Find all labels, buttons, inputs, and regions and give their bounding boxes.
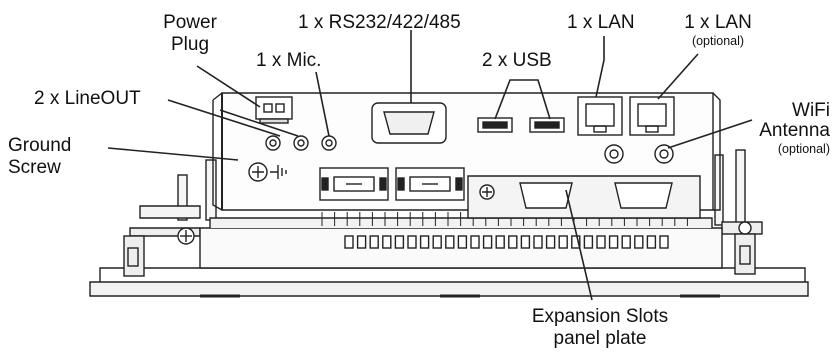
- vent-slot: [558, 235, 568, 249]
- leader-power-plug: [196, 65, 261, 108]
- vent-slot: [608, 235, 619, 249]
- lower-chassis: [199, 212, 723, 269]
- label-lan2: 1 x LAN (optional): [668, 12, 768, 48]
- vent-slot: [382, 235, 392, 249]
- label-wifi-line2: Antenna: [759, 120, 830, 141]
- vent-slot: [495, 235, 505, 249]
- vent-slot: [445, 235, 455, 249]
- leader-lan1: [595, 36, 605, 98]
- mounting-bracket-right: [721, 221, 763, 275]
- label-lan1: 1 x LAN: [567, 12, 635, 33]
- leader-wifi: [667, 119, 753, 149]
- label-ground-line1: Ground: [8, 135, 72, 156]
- vent-slot: [407, 235, 417, 249]
- ground-screw: [248, 162, 287, 182]
- vent-slot: [344, 235, 354, 249]
- label-expansion-line1: Expansion Slots: [531, 306, 669, 327]
- mounting-bracket-left: [123, 205, 201, 277]
- label-wifi-line1: WiFi: [792, 100, 830, 121]
- leader-lineout-1: [167, 99, 281, 137]
- vent-slot: [470, 235, 480, 249]
- base-plate: [89, 267, 809, 298]
- vent-slot: [646, 235, 657, 249]
- label-expansion-line2: panel plate: [553, 328, 647, 349]
- vent-slot: [356, 235, 367, 249]
- label-wifi: WiFi Antenna (optional): [740, 100, 830, 156]
- vent-slot: [419, 235, 430, 249]
- label-lan2-title: 1 x LAN: [684, 12, 752, 33]
- vent-slot: [634, 235, 644, 249]
- vent-slot: [508, 235, 518, 249]
- label-ground-line2: Screw: [8, 157, 61, 178]
- leader-lines: [107, 30, 753, 301]
- vent-slot: [533, 235, 543, 249]
- vent-slot: [659, 235, 669, 249]
- label-mic: 1 x Mic.: [256, 50, 322, 71]
- label-power-plug-line1: Power: [163, 12, 217, 33]
- leader-lan2: [657, 53, 699, 100]
- leader-expansion: [565, 189, 593, 301]
- label-lan2-note: (optional): [691, 34, 745, 48]
- power-plug-connector: [255, 96, 293, 124]
- rs232-connector: [371, 102, 447, 144]
- vent-slot: [457, 235, 468, 249]
- leader-ground: [107, 147, 239, 161]
- lan-port-2: [629, 96, 675, 136]
- vent-slot: [583, 235, 594, 249]
- leader-lineout-2: [219, 109, 299, 137]
- usb-ports: [477, 117, 565, 133]
- panel-connectors: [319, 167, 465, 201]
- label-usb: 2 x USB: [482, 50, 552, 71]
- vent-slot: [621, 235, 631, 249]
- expansion-slot-plate: [467, 175, 701, 219]
- vent-slot: [394, 235, 405, 249]
- vent-slot: [596, 235, 606, 249]
- label-power-plug: Power Plug: [150, 12, 230, 56]
- vent-slots: [344, 235, 669, 249]
- label-lineout: 2 x LineOUT: [34, 88, 141, 109]
- vent-slot: [369, 235, 379, 249]
- label-power-plug-line2: Plug: [170, 34, 210, 55]
- label-ground: Ground Screw: [8, 135, 71, 179]
- label-wifi-note: (optional): [777, 142, 830, 156]
- leader-usb: [494, 79, 551, 120]
- audio-jacks: [265, 135, 337, 151]
- lan-port-1: [577, 96, 623, 136]
- vent-slot: [482, 235, 493, 249]
- vent-slot: [571, 235, 581, 249]
- vent-slot: [520, 235, 531, 249]
- leader-mic: [315, 71, 330, 137]
- wifi-antenna-connectors: [604, 144, 674, 164]
- label-rs232: 1 x RS232/422/485: [298, 12, 461, 33]
- vent-slot: [545, 235, 556, 249]
- vent-slot: [432, 235, 442, 249]
- label-expansion: Expansion Slots panel plate: [520, 306, 680, 350]
